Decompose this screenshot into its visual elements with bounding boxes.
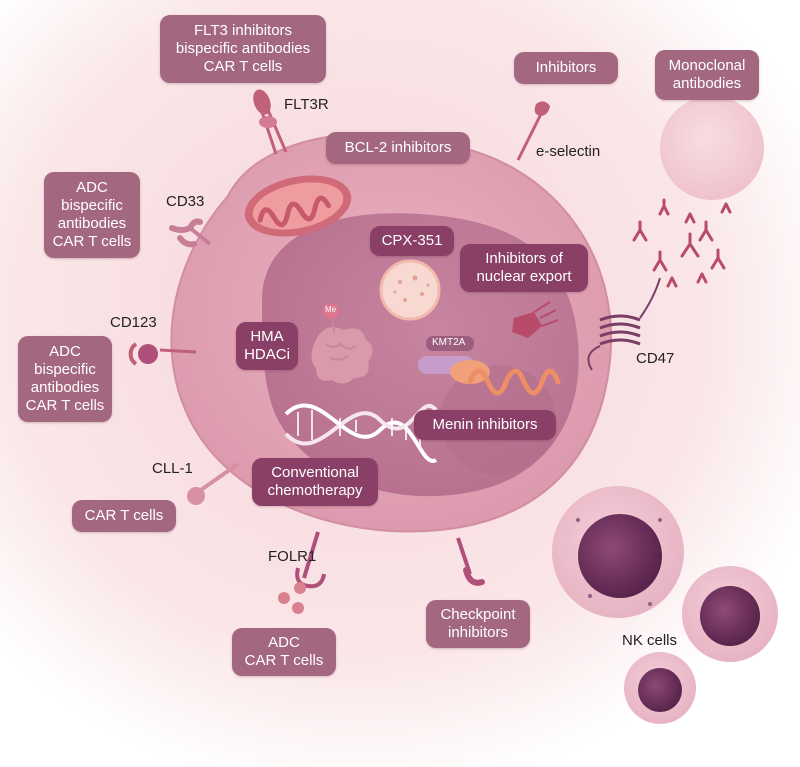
checkpoint-inhibitors-box: Checkpoint inhibitors [426, 600, 530, 648]
cd33-therapy-line: ADC [76, 179, 108, 196]
bcl2-inhibitors-box: BCL-2 inhibitors [326, 132, 470, 164]
folr1-label: FOLR1 [268, 548, 317, 565]
folr1-therapy-line: ADC [268, 634, 300, 651]
cd33-therapy-line: CAR T cells [52, 233, 132, 250]
conventional-line: chemotherapy [267, 482, 363, 499]
inhibitors-line: Inhibitors [535, 59, 597, 76]
checkpoint-line: Checkpoint [440, 606, 516, 623]
nuclear-export-icon [512, 301, 559, 338]
flt3r-receptor-icon [253, 89, 288, 155]
eselectin-receptor-icon [516, 101, 550, 161]
cd123-therapy-line: antibodies [30, 379, 100, 396]
cd47-label: CD47 [636, 350, 675, 367]
cll1-label: CLL-1 [152, 460, 193, 477]
cd123-receptor-icon [128, 342, 197, 366]
hma-line: HMA [250, 328, 284, 345]
monoclonal-antibodies-box: Monoclonal antibodies [655, 50, 759, 100]
checkpoint-line: inhibitors [447, 624, 509, 641]
checkpoint-receptor-icon [456, 537, 485, 586]
conventional-chemotherapy-box: Conventional chemotherapy [252, 458, 378, 506]
inhibitors-box: Inhibitors [514, 52, 618, 84]
cd123-therapies-box: ADC bispecific antibodies CAR T cells [18, 336, 112, 422]
hma-hdaci-box: HMA HDACi [236, 322, 298, 370]
cd123-label: CD123 [110, 314, 157, 331]
nk-cell-icon [552, 486, 778, 724]
monocyte-cell [660, 96, 764, 200]
cll1-therapies-box: CAR T cells [72, 500, 176, 532]
cll1-receptor-icon [187, 462, 240, 505]
me-tag: Me [325, 305, 337, 314]
cpx351-box: CPX-351 [370, 226, 454, 256]
cd123-therapy-line: ADC [49, 343, 81, 360]
cll1-therapy-line: CAR T cells [84, 507, 164, 524]
nuclear-export-line: nuclear export [476, 268, 572, 285]
flt3r-label: FLT3R [284, 96, 329, 113]
cd33-therapies-box: ADC bispecific antibodies CAR T cells [44, 172, 140, 258]
cd123-therapy-line: CAR T cells [25, 397, 105, 414]
menin-complex-icon [418, 336, 561, 396]
flt3-therapies-box: FLT3 inhibitors bispecific antibodies CA… [160, 15, 326, 83]
cd123-therapy-line: bispecific [34, 361, 96, 378]
monoclonal-line: antibodies [672, 75, 742, 92]
eselectin-label: e-selectin [536, 143, 601, 160]
folr1-receptor-icon [278, 531, 326, 614]
antibody-icon [632, 198, 732, 288]
flt3-therapy-line: FLT3 inhibitors [193, 22, 293, 39]
cd47-receptor-icon [587, 277, 661, 371]
kmt2a-tag: KMT2A [432, 337, 466, 348]
flt3-therapy-line: bispecific antibodies [175, 40, 311, 57]
nuclear-export-line: Inhibitors of [485, 250, 563, 267]
cd33-receptor-icon [169, 218, 212, 248]
mitochondrion-icon [244, 175, 352, 237]
chromatin-icon [311, 303, 373, 384]
menin-line: Menin inhibitors [432, 416, 538, 433]
monoclonal-line: Monoclonal [668, 57, 746, 74]
nk-cells-label: NK cells [622, 632, 678, 649]
folr1-therapies-box: ADC CAR T cells [232, 628, 336, 676]
conventional-line: Conventional [271, 464, 359, 481]
nuclear-export-box: Inhibitors of nuclear export [460, 244, 588, 292]
cd33-label: CD33 [166, 193, 205, 210]
folr1-therapy-line: CAR T cells [244, 652, 324, 669]
flt3-therapy-line: CAR T cells [203, 58, 283, 75]
hma-line: HDACi [244, 346, 290, 363]
cd33-therapy-line: antibodies [57, 215, 127, 232]
cpx-line: CPX-351 [381, 232, 443, 249]
cd33-therapy-line: bispecific [61, 197, 123, 214]
liposome-icon [379, 259, 441, 321]
bcl2-line: BCL-2 inhibitors [344, 139, 452, 156]
menin-inhibitors-box: Menin inhibitors [414, 410, 556, 440]
